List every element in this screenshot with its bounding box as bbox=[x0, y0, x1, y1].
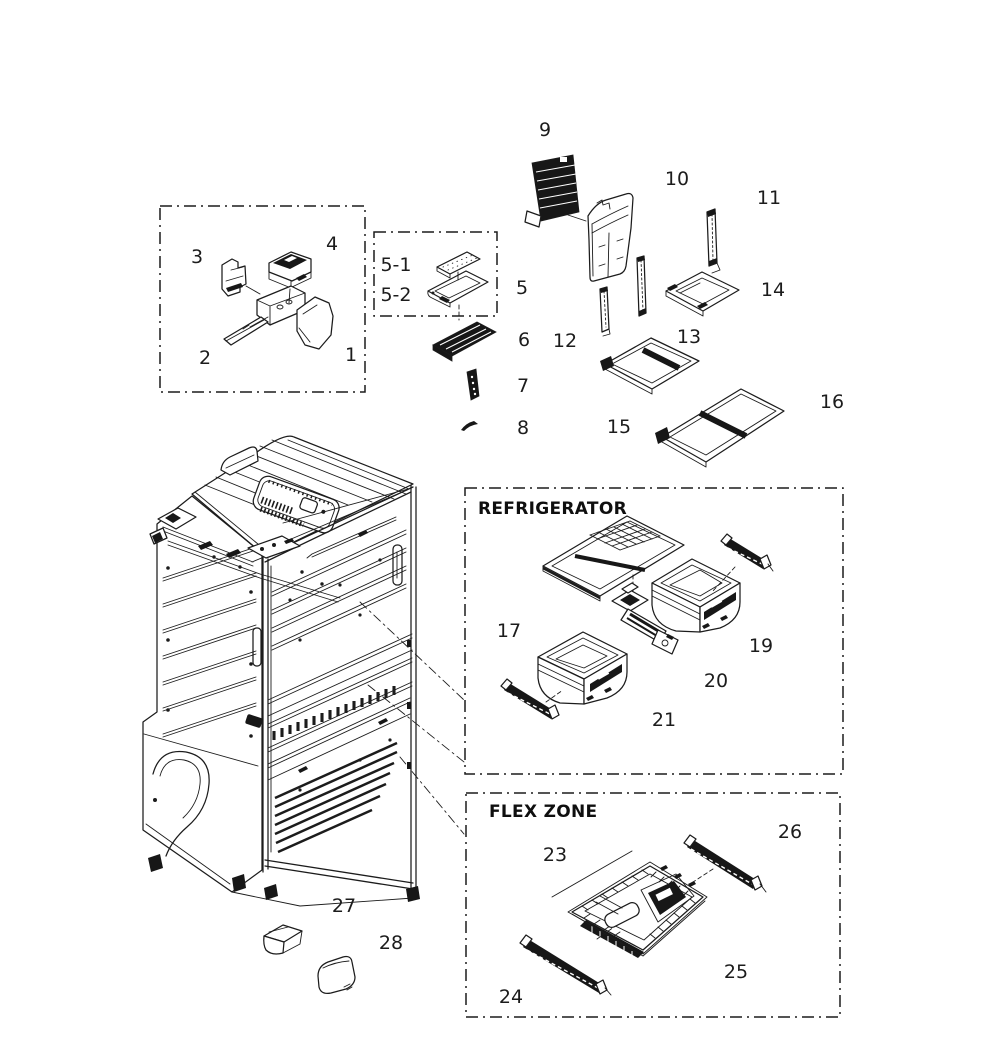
callout-12: 12 bbox=[553, 330, 577, 352]
svg-text:10: 10 bbox=[665, 168, 689, 190]
callout-24: 24 bbox=[499, 986, 523, 1008]
leader-to-refrigerator-box bbox=[359, 601, 465, 763]
svg-text:24: 24 bbox=[499, 986, 523, 1008]
callout-1: 1 bbox=[345, 344, 357, 366]
svg-text:19: 19 bbox=[749, 635, 773, 657]
svg-text:7: 7 bbox=[517, 375, 529, 397]
callout-14: 14 bbox=[761, 279, 785, 301]
svg-text:28: 28 bbox=[379, 932, 403, 954]
callout-21: 21 bbox=[652, 709, 676, 731]
filter-parts-box bbox=[373, 231, 498, 317]
callout-16: 16 bbox=[820, 391, 844, 413]
cap-parts bbox=[263, 924, 356, 994]
callout-3: 3 bbox=[191, 246, 203, 268]
callout-4: 4 bbox=[326, 233, 338, 255]
svg-text:8: 8 bbox=[517, 417, 529, 439]
callout-28: 28 bbox=[379, 932, 403, 954]
callout-20: 20 bbox=[704, 670, 728, 692]
svg-text:21: 21 bbox=[652, 709, 676, 731]
svg-text:2: 2 bbox=[199, 347, 211, 369]
cabinet-top-face bbox=[191, 435, 414, 557]
cabinet-lower-chamber bbox=[267, 681, 413, 854]
cabinet-opening-frame bbox=[231, 484, 420, 907]
svg-text:3: 3 bbox=[191, 246, 203, 268]
cabinet-ceiling bbox=[276, 488, 409, 559]
cabinet-compressor-bay bbox=[143, 733, 278, 900]
svg-text:5: 5 bbox=[516, 277, 528, 299]
svg-text:15: 15 bbox=[607, 416, 631, 438]
callout-5: 5 bbox=[516, 277, 528, 299]
svg-text:1: 1 bbox=[345, 344, 357, 366]
svg-text:4: 4 bbox=[326, 233, 338, 255]
flex-zone-section-parts bbox=[519, 834, 767, 996]
evaporator-cover-parts bbox=[524, 154, 785, 468]
callout-5-1: 5-1 bbox=[380, 254, 411, 276]
svg-text:16: 16 bbox=[820, 391, 844, 413]
cabinet-drawing bbox=[142, 435, 465, 907]
callouts: 3 4 1 2 5-1 5-2 5 6 7 8 9 10 11 12 13 14… bbox=[191, 119, 844, 1008]
refrigerator-section-title: REFRIGERATOR bbox=[478, 499, 627, 519]
callout-9: 9 bbox=[539, 119, 551, 141]
refrigerator-section-parts bbox=[500, 515, 774, 720]
svg-text:23: 23 bbox=[543, 844, 567, 866]
callout-2: 2 bbox=[199, 347, 211, 369]
door-parts-box bbox=[159, 205, 366, 393]
callout-19: 19 bbox=[749, 635, 773, 657]
callout-7: 7 bbox=[517, 375, 529, 397]
callout-10: 10 bbox=[665, 168, 689, 190]
leader-to-flex-zone-box bbox=[399, 756, 465, 835]
svg-text:12: 12 bbox=[553, 330, 577, 352]
svg-text:26: 26 bbox=[778, 821, 802, 843]
callout-23: 23 bbox=[543, 844, 567, 866]
callout-27: 27 bbox=[332, 895, 356, 917]
svg-text:11: 11 bbox=[757, 187, 781, 209]
flex-zone-section-title: FLEX ZONE bbox=[489, 802, 597, 822]
callout-26: 26 bbox=[778, 821, 802, 843]
svg-text:20: 20 bbox=[704, 670, 728, 692]
callout-6: 6 bbox=[518, 329, 530, 351]
door-parts-group bbox=[221, 251, 334, 350]
svg-text:27: 27 bbox=[332, 895, 356, 917]
callout-23-long-leader bbox=[551, 850, 633, 898]
svg-text:5-2: 5-2 bbox=[380, 284, 411, 306]
svg-text:6: 6 bbox=[518, 329, 530, 351]
cabinet-upper-chamber bbox=[267, 529, 413, 853]
callout-8: 8 bbox=[517, 417, 529, 439]
svg-text:13: 13 bbox=[677, 326, 701, 348]
filter-parts-group bbox=[427, 251, 497, 431]
cabinet-left-panel bbox=[142, 491, 265, 893]
callout-11: 11 bbox=[757, 187, 781, 209]
callout-5-2: 5-2 bbox=[380, 284, 411, 306]
callout-15: 15 bbox=[607, 416, 631, 438]
cabinet-top-machinery bbox=[149, 507, 341, 603]
svg-text:25: 25 bbox=[724, 961, 748, 983]
flex-zone-section-box bbox=[465, 792, 841, 1018]
top-control-panel bbox=[252, 475, 340, 534]
callout-25: 25 bbox=[724, 961, 748, 983]
refrigerator-section-box bbox=[464, 487, 844, 775]
svg-text:17: 17 bbox=[497, 620, 521, 642]
svg-text:5-1: 5-1 bbox=[380, 254, 411, 276]
callout-13: 13 bbox=[677, 326, 701, 348]
callout-17: 17 bbox=[497, 620, 521, 642]
svg-text:14: 14 bbox=[761, 279, 785, 301]
svg-text:9: 9 bbox=[539, 119, 551, 141]
